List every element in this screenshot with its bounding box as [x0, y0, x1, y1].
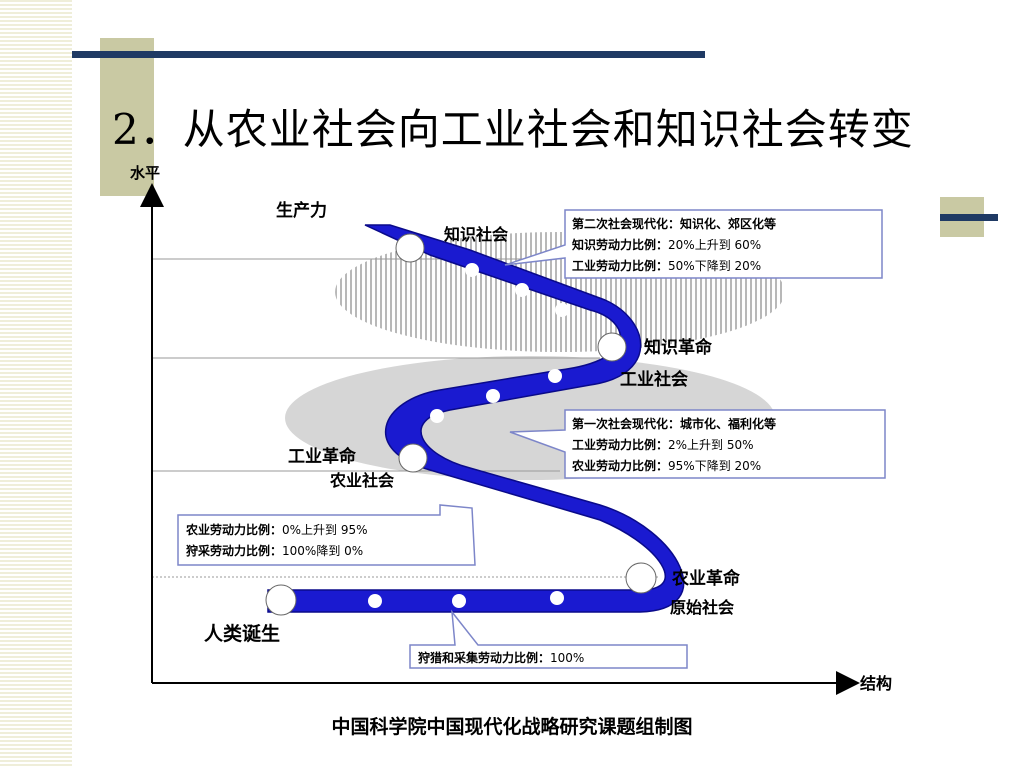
node-dot: [555, 303, 569, 317]
node-dot: [519, 509, 533, 523]
callout-first-modernization: 第一次社会现代化：城市化、福利化等 工业劳动力比例：2%上升到 50% 农业劳动…: [509, 409, 886, 479]
callout-line: 农业劳动力比例：95%下降到 20%: [571, 458, 761, 473]
node-dot: [515, 283, 529, 297]
left-stripe-decoration: [0, 0, 72, 768]
label-industrial-society: 工业社会: [620, 369, 688, 390]
node-knowledge-society: [395, 233, 425, 263]
label-knowledge-revolution: 知识革命: [643, 337, 713, 358]
callout-line: 第二次社会现代化：知识化、郊区化等: [572, 216, 776, 231]
label-primitive-society: 原始社会: [670, 598, 734, 617]
right-accent-line: [940, 214, 998, 221]
label-agricultural-society: 农业社会: [329, 471, 394, 490]
source-caption: 中国科学院中国现代化战略研究课题组制图: [331, 716, 693, 738]
node-dot: [550, 591, 564, 605]
label-industrial-revolution: 工业革命: [288, 446, 357, 467]
callout-second-modernization: 第二次社会现代化：知识化、郊区化等 知识劳动力比例：20%上升到 60% 工业劳…: [504, 209, 883, 279]
callout-line: 工业劳动力比例：2%上升到 50%: [572, 437, 754, 452]
node-knowledge-revolution: [597, 332, 627, 362]
label-agricultural-revolution: 农业革命: [671, 568, 741, 589]
title-accent-line: [72, 51, 705, 58]
callout-line: 狩猎和采集劳动力比例：100%: [418, 650, 584, 665]
node-dot: [465, 263, 479, 277]
node-agricultural-revolution: [625, 562, 657, 594]
node-dot: [452, 594, 466, 608]
node-dot: [430, 409, 444, 423]
title-accent-block: [100, 38, 154, 196]
slide-title: 2．从农业社会向工业社会和知识社会转变: [112, 105, 914, 154]
x-axis-label: 结构: [859, 674, 892, 693]
callout-line: 工业劳动力比例：50%下降到 20%: [572, 258, 761, 273]
node-human-birth: [265, 584, 297, 616]
callout-line: 第一次社会现代化：城市化、福利化等: [572, 416, 776, 431]
callout-hunting: 狩猎和采集劳动力比例：100%: [409, 609, 688, 669]
node-dot: [368, 594, 382, 608]
callout-agricultural: 农业劳动力比例：0%上升到 95% 狩采劳动力比例：100%降到 0%: [177, 504, 476, 566]
node-dot: [463, 485, 477, 499]
node-dot: [548, 369, 562, 383]
callout-line: 狩采劳动力比例：100%降到 0%: [186, 543, 363, 558]
node-dot: [572, 535, 586, 549]
callout-line: 农业劳动力比例：0%上升到 95%: [185, 522, 368, 537]
y-axis-label: 水平: [130, 164, 160, 182]
label-human-birth: 人类诞生: [204, 622, 280, 645]
node-industrial-revolution: [398, 443, 428, 473]
label-knowledge-society: 知识社会: [444, 225, 508, 244]
productivity-label: 生产力: [276, 200, 327, 221]
node-dot: [486, 389, 500, 403]
development-ribbon: [267, 224, 685, 613]
callout-line: 知识劳动力比例：20%上升到 60%: [571, 237, 761, 252]
